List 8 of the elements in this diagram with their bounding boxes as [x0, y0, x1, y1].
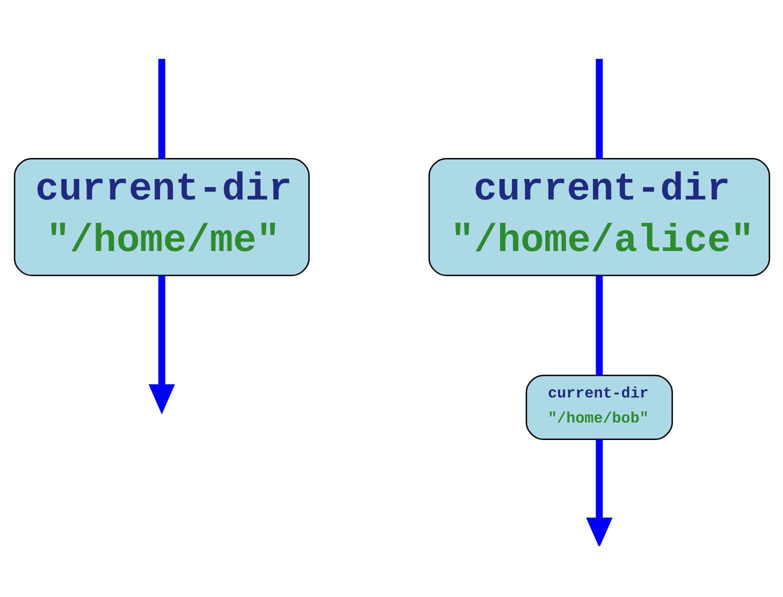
connector: [158, 58, 165, 158]
node-box: current-dir "/home/alice": [428, 158, 770, 276]
connector: [595, 58, 602, 158]
arrow: [148, 275, 174, 414]
node-box: current-dir "/home/me": [13, 158, 310, 276]
connector: [595, 275, 602, 375]
arrow: [586, 439, 612, 546]
node-box: current-dir "/home/bob": [525, 374, 672, 440]
